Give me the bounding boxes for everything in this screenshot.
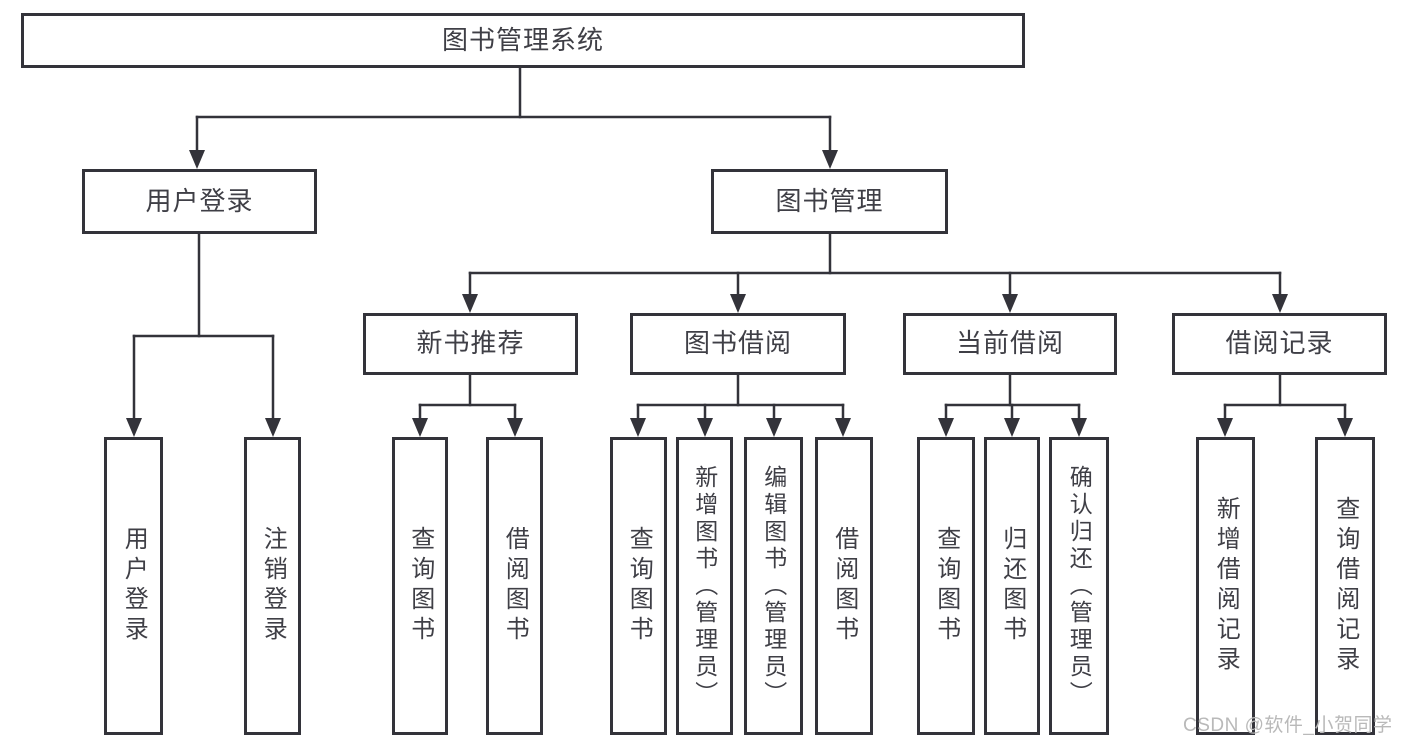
arrowhead bbox=[1002, 294, 1018, 313]
leaf-query-borrow-record: 查询借阅记录 bbox=[1315, 437, 1375, 735]
arrowhead bbox=[630, 418, 646, 437]
arrowhead bbox=[697, 418, 713, 437]
arrowhead bbox=[265, 418, 281, 437]
leaf-edit-book-admin: 编辑图书（管理员） bbox=[744, 437, 803, 735]
node-book-management: 图书管理 bbox=[711, 169, 948, 234]
arrowhead bbox=[462, 294, 478, 313]
leaf-add-book-admin: 新增图书（管理员） bbox=[676, 437, 733, 735]
node-root-system: 图书管理系统 bbox=[21, 13, 1025, 68]
leaf-query-book-borrowing: 查询图书 bbox=[610, 437, 667, 735]
arrowhead bbox=[1272, 294, 1288, 313]
arrowhead bbox=[1071, 418, 1087, 437]
leaf-add-borrow-record: 新增借阅记录 bbox=[1196, 437, 1255, 735]
arrowhead bbox=[822, 150, 838, 169]
leaf-confirm-return-admin: 确认归还（管理员） bbox=[1049, 437, 1109, 735]
arrowhead bbox=[126, 418, 142, 437]
leaf-query-book-current: 查询图书 bbox=[917, 437, 975, 735]
arrowhead bbox=[507, 418, 523, 437]
leaf-return-book: 归还图书 bbox=[984, 437, 1040, 735]
arrowhead bbox=[1004, 418, 1020, 437]
arrowhead bbox=[835, 418, 851, 437]
arrowhead bbox=[412, 418, 428, 437]
leaf-logout: 注销登录 bbox=[244, 437, 301, 735]
node-book-borrowing: 图书借阅 bbox=[630, 313, 846, 375]
arrowhead bbox=[766, 418, 782, 437]
leaf-borrow-book-borrowing: 借阅图书 bbox=[815, 437, 873, 735]
arrowhead bbox=[189, 150, 205, 169]
leaf-user-login: 用户登录 bbox=[104, 437, 163, 735]
leaf-borrow-book-recommend: 借阅图书 bbox=[486, 437, 543, 735]
node-new-book-recommend: 新书推荐 bbox=[363, 313, 578, 375]
node-user-login: 用户登录 bbox=[82, 169, 317, 234]
arrowhead bbox=[730, 294, 746, 313]
csdn-watermark: CSDN @软件_小贺同学 bbox=[1183, 715, 1393, 736]
arrowhead bbox=[938, 418, 954, 437]
arrowhead bbox=[1217, 418, 1233, 437]
arrowhead bbox=[1337, 418, 1353, 437]
node-borrowing-records: 借阅记录 bbox=[1172, 313, 1387, 375]
node-current-borrowing: 当前借阅 bbox=[903, 313, 1117, 375]
leaf-query-book-recommend: 查询图书 bbox=[392, 437, 448, 735]
